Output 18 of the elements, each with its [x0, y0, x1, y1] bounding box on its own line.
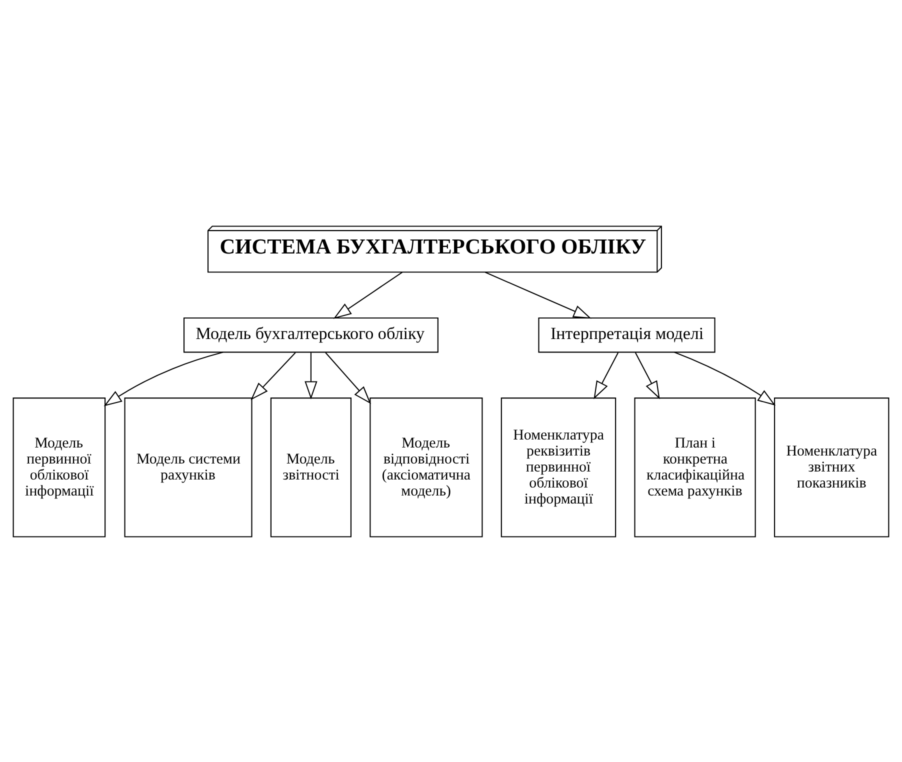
node-box: Номенклатура реквізитів первинної облікової інформації — [500, 397, 616, 537]
node-box: Модель первинної облікової інформації — [12, 397, 106, 537]
node-box: План і конкретна класифікаційна схема рахунків — [634, 397, 756, 537]
node-box: Номенклатура звітних показників — [774, 397, 890, 537]
arrow — [484, 271, 592, 318]
arrow — [594, 352, 619, 399]
arrow — [304, 352, 318, 399]
node-box: Модель відповідності (аксіоматична модель) — [370, 397, 483, 537]
arrow — [250, 352, 296, 400]
arrow — [325, 352, 372, 404]
arrow — [674, 351, 776, 406]
node-box: Модель системи рахунків — [124, 397, 252, 537]
node-box: Інтерпретація моделі — [538, 316, 716, 352]
arrow — [333, 271, 402, 318]
arrow — [634, 352, 660, 399]
node-box: Модель бухгалтерського обліку — [183, 316, 438, 352]
node-box: Модель звітності — [270, 397, 352, 537]
arrow — [104, 351, 224, 406]
